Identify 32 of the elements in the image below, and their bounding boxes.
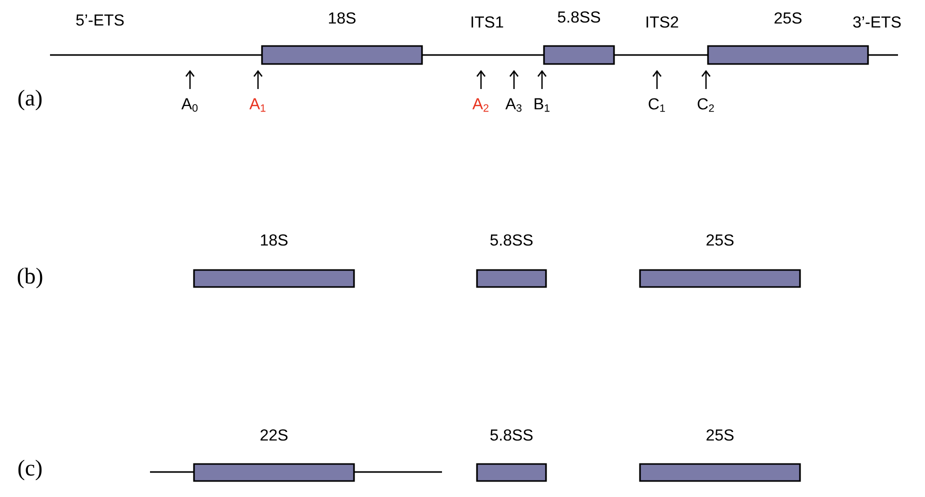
region-label: ITS2: [646, 16, 678, 28]
cleavage-site-label: A$_{3}$: [505, 98, 522, 112]
cleavage-site-label: C$_{2}$: [698, 98, 714, 112]
bar-label: 25S: [706, 234, 734, 246]
region-label: 5’-ETS: [76, 14, 124, 26]
cleavage-site-label: B$_{1}$: [534, 98, 550, 112]
cleavage-site-label: A$_{2}$: [472, 98, 488, 112]
bar-label: 25S: [774, 12, 802, 24]
rrna-bar: [543, 45, 615, 65]
cleavage-site-label: C$_{1}$: [648, 98, 665, 112]
bar-label: 22S: [260, 429, 288, 441]
bar-label: 5.8SS: [558, 11, 600, 23]
bar-label: 18S: [260, 234, 288, 246]
region-label: ITS1: [472, 16, 504, 28]
panel-label: (c): [18, 460, 42, 480]
rrna-bar: [261, 45, 423, 65]
bar-label: 5.8SS: [490, 429, 533, 441]
panel-label: (b): [18, 268, 42, 288]
rrna-bar: [639, 269, 801, 288]
bar-label: 18S: [328, 12, 356, 24]
panel-label: (a): [18, 90, 42, 110]
bar-label: 25S: [706, 429, 734, 441]
cleavage-site-label: A$_{0}$: [181, 98, 198, 112]
cleavage-site-label: A$_{1}$: [249, 98, 266, 112]
rrna-bar: [639, 463, 801, 482]
rrna-bar: [193, 463, 355, 482]
rrna-bar: [707, 45, 869, 65]
bar-label: 5.8SS: [490, 234, 533, 246]
region-label: 3’-ETS: [853, 16, 901, 28]
rrna-bar: [476, 463, 547, 482]
rrna-bar: [193, 269, 355, 288]
rrna-bar: [476, 269, 547, 288]
